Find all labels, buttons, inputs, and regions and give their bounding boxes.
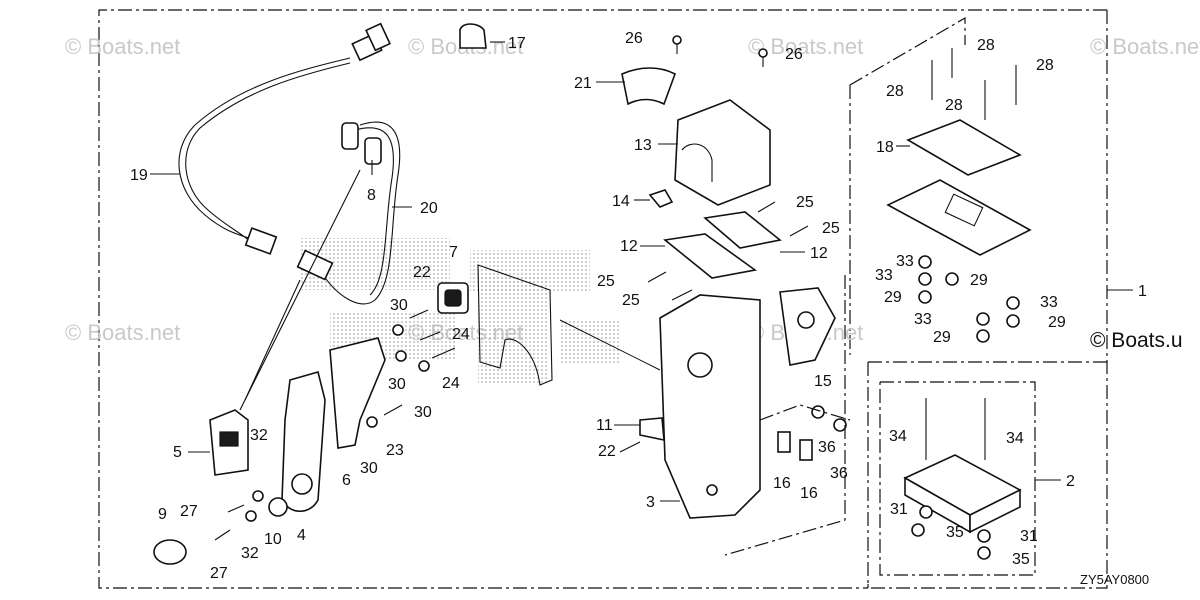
part-14-clip [648, 189, 674, 208]
callout-12a: 12 [620, 238, 638, 255]
callout-32a: 32 [250, 427, 268, 444]
callout-29a: 29 [970, 272, 988, 289]
callout-33b: 33 [875, 267, 893, 284]
callout-13: 13 [634, 137, 652, 154]
kit-2-parts [903, 398, 1022, 560]
part-36-washer [833, 418, 847, 432]
callout-26b: 26 [785, 46, 803, 63]
callout-8: 8 [367, 187, 376, 204]
callout-6: 6 [342, 472, 351, 489]
callout-30d: 30 [360, 460, 378, 477]
callout-14: 14 [612, 193, 630, 210]
callout-3: 3 [646, 494, 655, 511]
front-stencil-shading [300, 238, 620, 385]
part-16-clip [799, 439, 813, 461]
callout-12b: 12 [810, 245, 828, 262]
callout-22a: 22 [413, 264, 431, 281]
callout-11: 11 [596, 417, 613, 434]
callout-24b: 24 [442, 375, 460, 392]
part-13-cover [674, 99, 771, 206]
callout-29c: 29 [1048, 314, 1066, 331]
kit-1-parts [886, 48, 1032, 343]
part-19-harness [178, 22, 391, 255]
callout-32b: 32 [241, 545, 259, 562]
callout-27b: 27 [210, 565, 228, 582]
callout-17: 17 [508, 35, 526, 52]
callout-29d: 29 [933, 329, 951, 346]
callout-36a: 36 [818, 439, 836, 456]
callout-33a: 33 [896, 253, 914, 270]
callout-31b: 31 [1020, 528, 1038, 545]
callout-labels: 1 2 3 4 5 6 7 8 9 10 11 12 12 13 14 15 1… [130, 30, 1147, 582]
callout-2: 2 [1066, 473, 1075, 490]
callout-4: 4 [297, 527, 306, 544]
part-12-bracket [663, 233, 757, 279]
callout-28b: 28 [1036, 57, 1054, 74]
outer-frame [98, 9, 1133, 589]
callout-21: 21 [574, 75, 592, 92]
part-21-cover [621, 67, 676, 106]
callout-5: 5 [173, 444, 182, 461]
small-hardware [214, 309, 456, 541]
part-10-washer [268, 497, 288, 517]
part-12-bracket [703, 211, 782, 249]
callout-22b: 22 [598, 443, 616, 460]
callout-35b: 35 [1012, 551, 1030, 568]
callout-16a: 16 [773, 475, 791, 492]
callout-28a: 28 [977, 37, 995, 54]
part-9-grommet [153, 539, 187, 565]
part-3-housing [659, 294, 761, 519]
leader-lines [150, 41, 910, 502]
watermark: © Boats.net [65, 34, 180, 59]
part-26-screws [672, 35, 768, 67]
part-25-screws [647, 201, 809, 301]
callout-34b: 34 [1006, 430, 1024, 447]
callout-19: 19 [130, 167, 148, 184]
part-11-bracket [639, 417, 665, 442]
callout-30b: 30 [388, 376, 406, 393]
part-20-harness [296, 121, 401, 305]
watermark: © Boats.net [1090, 34, 1200, 59]
callout-33c: 33 [1040, 294, 1058, 311]
callout-10: 10 [264, 531, 282, 548]
callout-15: 15 [814, 373, 832, 390]
callout-33d: 33 [914, 311, 932, 328]
callout-18: 18 [876, 139, 894, 156]
callout-20: 20 [420, 200, 438, 217]
callout-25b: 25 [822, 220, 840, 237]
part-6-arm [329, 337, 386, 449]
part-22-screw [619, 441, 641, 453]
callout-29b: 29 [884, 289, 902, 306]
callout-31a: 31 [890, 501, 908, 518]
callout-25a: 25 [796, 194, 814, 211]
diagram-code: ZY5AY0800 [1080, 572, 1149, 587]
callout-28d: 28 [945, 97, 963, 114]
callout-36b: 36 [830, 465, 848, 482]
callout-28c: 28 [886, 83, 904, 100]
callout-23: 23 [386, 442, 404, 459]
callout-9: 9 [158, 506, 167, 523]
part-16-clip [777, 431, 791, 453]
callout-27a: 27 [180, 503, 198, 520]
callout-35a: 35 [946, 524, 964, 541]
callout-26a: 26 [625, 30, 643, 47]
part-17-grommet [459, 23, 487, 49]
callout-30a: 30 [390, 297, 408, 314]
watermark: © Boats.net [65, 320, 180, 345]
callout-24a: 24 [452, 326, 470, 343]
part-36-washer [811, 405, 825, 419]
callout-25c: 25 [597, 273, 615, 290]
callout-7: 7 [449, 244, 458, 261]
callout-34a: 34 [889, 428, 907, 445]
callout-25d: 25 [622, 292, 640, 309]
callout-30c: 30 [414, 404, 432, 421]
callout-1: 1 [1138, 283, 1147, 300]
plate-outline [477, 264, 553, 386]
callout-16b: 16 [800, 485, 818, 502]
copyright-label: © Boats.u [1090, 329, 1183, 352]
